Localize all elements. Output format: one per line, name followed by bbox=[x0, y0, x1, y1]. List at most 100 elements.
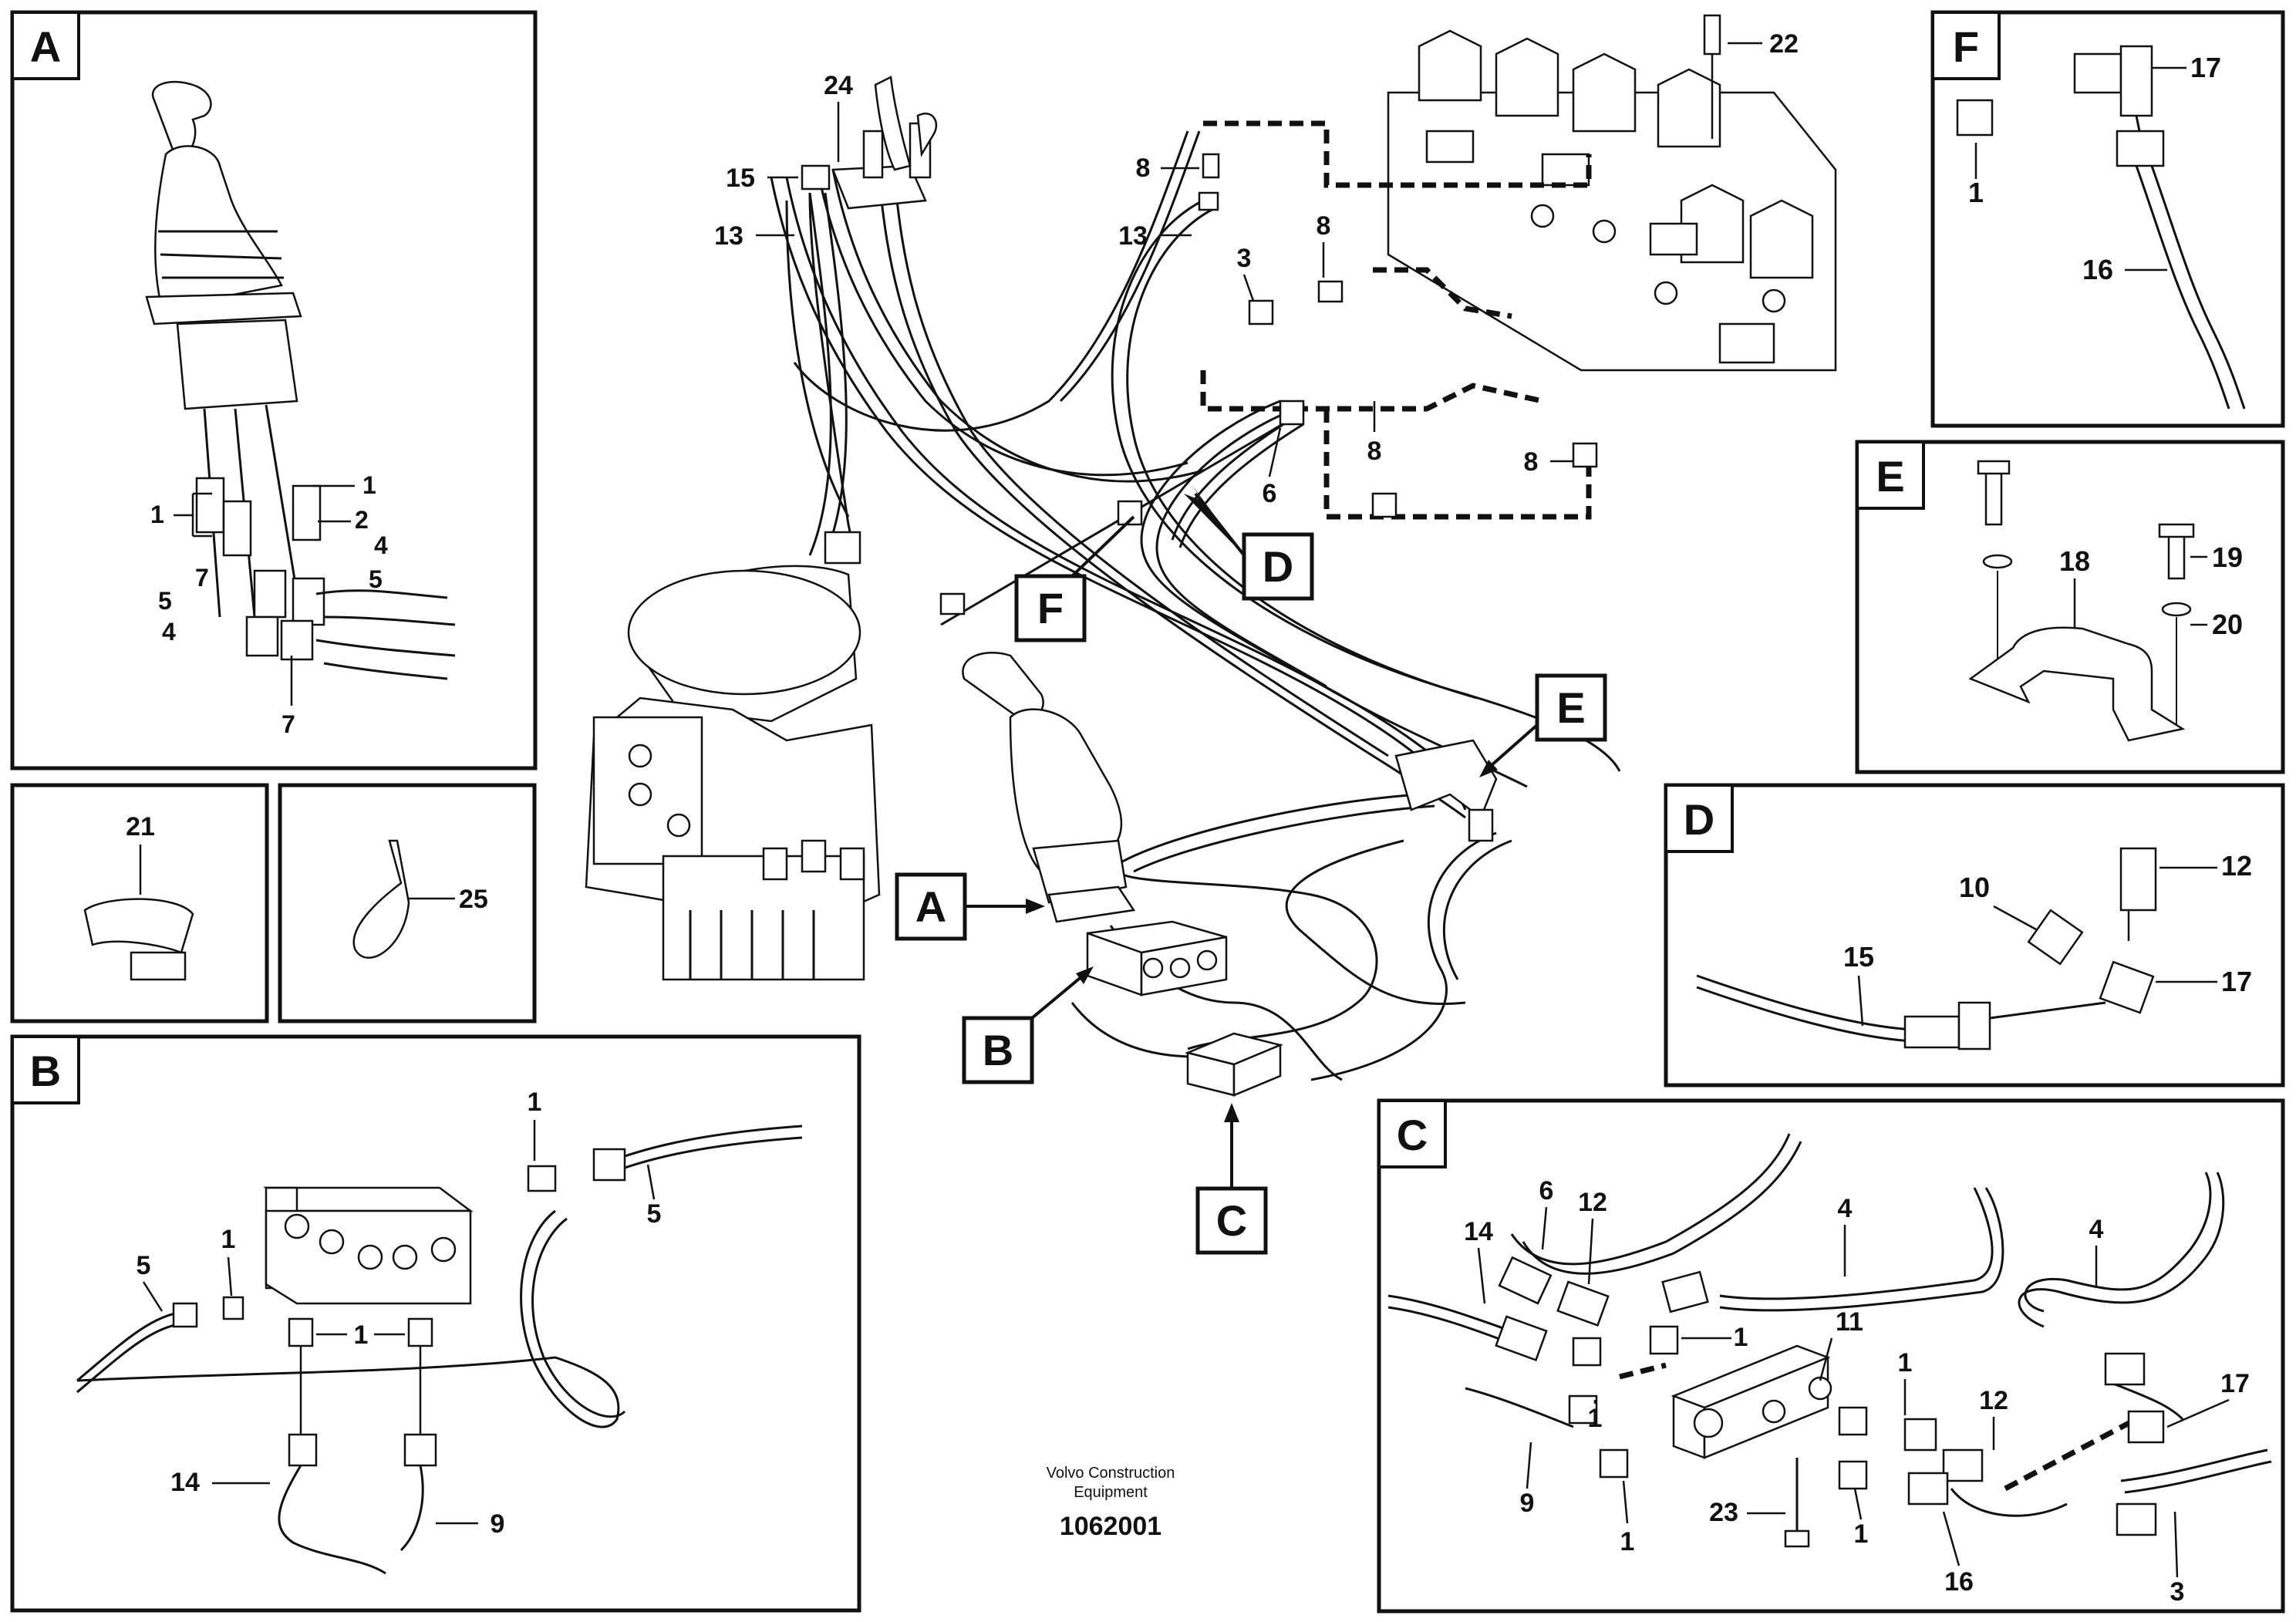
valve-block-b bbox=[263, 1186, 474, 1305]
pilot-line-1 bbox=[1203, 120, 1592, 188]
clamp-buckle bbox=[130, 951, 187, 981]
main-assembly: 24 22 15 13 8 13 8 3 6 8 8 F D bbox=[585, 14, 1837, 1541]
label-b-14: 14 bbox=[170, 1468, 200, 1497]
cable-tie-icon bbox=[352, 839, 410, 959]
panel-a-tag-box bbox=[11, 11, 80, 80]
label-b-1-left: 1 bbox=[221, 1225, 236, 1254]
swing-motor bbox=[585, 565, 881, 981]
callout-d-letter: D bbox=[1263, 542, 1293, 591]
panel-b-tag-box bbox=[11, 1035, 80, 1104]
label-c-12-top: 12 bbox=[1578, 1188, 1607, 1217]
panel-b-letter: B bbox=[30, 1047, 61, 1095]
callout-c-letter: C bbox=[1216, 1196, 1247, 1245]
label-a-7-bottom: 7 bbox=[282, 710, 295, 738]
callout-a-letter: A bbox=[915, 882, 946, 931]
callout-a: A bbox=[895, 872, 1045, 941]
label-e-18: 18 bbox=[2059, 545, 2090, 577]
label-a-1-left: 1 bbox=[150, 501, 164, 528]
valve-block-c bbox=[1671, 1344, 1832, 1459]
callout-b-letter: B bbox=[983, 1026, 1013, 1074]
panel-c-frame bbox=[1377, 1098, 2285, 1614]
panel-e-letter: E bbox=[1876, 452, 1904, 501]
callout-c: C bbox=[1195, 1103, 1268, 1255]
label-f-16: 16 bbox=[2082, 254, 2113, 285]
panel-25: 25 bbox=[278, 783, 537, 1023]
control-valve-block bbox=[1387, 14, 1837, 372]
label-main-8-top: 8 bbox=[1136, 153, 1151, 183]
label-c-1-a: 1 bbox=[1734, 1323, 1748, 1352]
panel-a: A 1 1 2 7 4 5 5 4 7 bbox=[10, 10, 538, 771]
panel-c-letter: C bbox=[1397, 1111, 1428, 1159]
panel-e: E 18 19 20 bbox=[1855, 440, 2285, 774]
label-c-12-right: 12 bbox=[1979, 1386, 2008, 1415]
label-c-1-d: 1 bbox=[1620, 1527, 1635, 1556]
label-c-6: 6 bbox=[1539, 1176, 1554, 1206]
label-main-6: 6 bbox=[1263, 479, 1277, 508]
lower-valve-block bbox=[1185, 1032, 1283, 1097]
panel-f: F 17 1 16 bbox=[1930, 10, 2285, 428]
label-c-1-e: 1 bbox=[1854, 1519, 1869, 1549]
panel-b-frame bbox=[10, 1034, 861, 1613]
panel-f-letter: F bbox=[1953, 22, 1979, 71]
joystick-illustration bbox=[145, 80, 456, 680]
label-c-16: 16 bbox=[1944, 1567, 1974, 1597]
label-b-1-top: 1 bbox=[528, 1088, 542, 1117]
label-e-19: 19 bbox=[2212, 541, 2243, 573]
label-c-14: 14 bbox=[1464, 1217, 1493, 1246]
label-e-20: 20 bbox=[2212, 609, 2243, 640]
label-b-5-left: 5 bbox=[137, 1251, 151, 1280]
main-joystick bbox=[962, 652, 1136, 923]
label-main-13-center: 13 bbox=[1118, 221, 1148, 251]
panel-e-tag-box bbox=[1856, 440, 1925, 510]
label-d-12: 12 bbox=[2221, 850, 2252, 882]
label-a-4-top: 4 bbox=[374, 531, 388, 559]
callout-e: E bbox=[1479, 673, 1607, 777]
remote-valve-block bbox=[1086, 920, 1228, 996]
label-main-13-left: 13 bbox=[714, 221, 743, 251]
label-c-4-middle: 4 bbox=[1838, 1194, 1853, 1223]
label-25: 25 bbox=[459, 885, 488, 914]
clamp-icon bbox=[83, 898, 194, 954]
brand-line-1: Volvo Construction bbox=[1047, 1465, 1175, 1482]
label-main-22: 22 bbox=[1769, 29, 1799, 59]
label-main-8-upper: 8 bbox=[1317, 211, 1331, 241]
label-b-5-right: 5 bbox=[647, 1199, 662, 1229]
label-a-5-right: 5 bbox=[369, 565, 383, 593]
label-a-1-right: 1 bbox=[362, 471, 376, 499]
brand-line-2: Equipment bbox=[1074, 1484, 1148, 1501]
callout-f: F bbox=[1014, 515, 1135, 642]
panel-d-letter: D bbox=[1684, 795, 1714, 844]
label-a-7-top: 7 bbox=[195, 564, 209, 592]
label-main-8-middle: 8 bbox=[1367, 437, 1382, 466]
label-f-1: 1 bbox=[1968, 177, 1984, 208]
label-d-15: 15 bbox=[1843, 941, 1874, 973]
label-d-17: 17 bbox=[2221, 966, 2252, 997]
panel-d: D 12 10 15 17 bbox=[1664, 783, 2285, 1088]
label-a-5-left: 5 bbox=[158, 587, 172, 615]
panel-d-frame bbox=[1664, 783, 2285, 1088]
label-main-15: 15 bbox=[726, 164, 755, 193]
label-c-4-right: 4 bbox=[2089, 1215, 2104, 1244]
callout-b: B bbox=[962, 966, 1094, 1084]
label-21: 21 bbox=[126, 812, 155, 841]
panel-f-frame bbox=[1930, 10, 2285, 428]
label-b-9: 9 bbox=[491, 1509, 505, 1539]
drawing-reference-number: 1062001 bbox=[1060, 1512, 1161, 1541]
label-c-17: 17 bbox=[2220, 1369, 2250, 1398]
fitting-1-icon bbox=[1956, 99, 1994, 137]
panel-a-letter: A bbox=[30, 22, 61, 71]
label-f-17: 17 bbox=[2190, 52, 2221, 83]
label-main-24: 24 bbox=[824, 71, 853, 100]
label-a-4-left: 4 bbox=[162, 618, 176, 646]
panel-d-tag-box bbox=[1664, 784, 1734, 853]
panel-f-tag-box bbox=[1931, 11, 2001, 80]
label-c-11: 11 bbox=[1836, 1307, 1863, 1337]
label-c-9: 9 bbox=[1520, 1489, 1535, 1518]
callout-f-letter: F bbox=[1037, 584, 1064, 632]
label-c-1-b: 1 bbox=[1588, 1404, 1603, 1433]
callout-d: D bbox=[1184, 484, 1314, 601]
label-c-1-c: 1 bbox=[1898, 1348, 1913, 1378]
bracket-illustration bbox=[1968, 460, 2195, 742]
panel-25-frame bbox=[278, 783, 537, 1023]
label-main-8-right: 8 bbox=[1524, 447, 1539, 477]
